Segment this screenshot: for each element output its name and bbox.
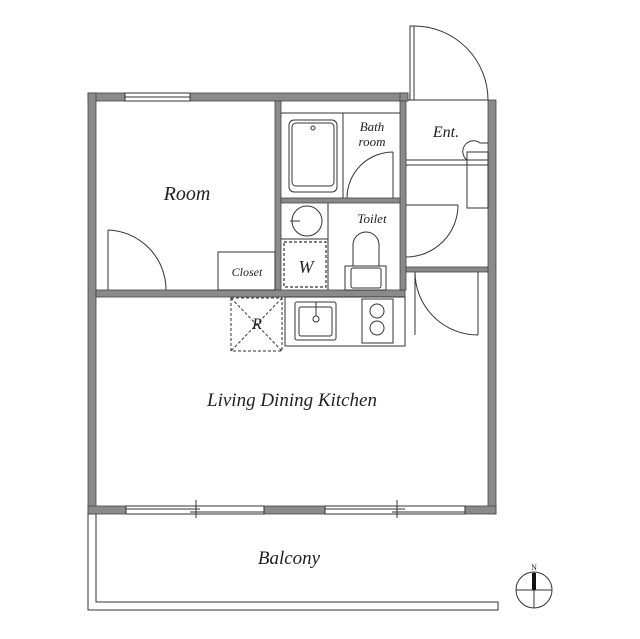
entrance-label: Ent. xyxy=(432,124,459,141)
north-compass-icon: N xyxy=(515,563,553,609)
wash-basin xyxy=(281,203,329,290)
bath-door xyxy=(346,151,394,199)
room-window xyxy=(124,92,191,102)
toilet-fixture xyxy=(344,231,387,291)
compass-north-label: N xyxy=(531,563,537,572)
bathtub xyxy=(281,112,400,198)
closet-label: Closet xyxy=(232,265,263,279)
room-door xyxy=(107,229,167,291)
closet xyxy=(217,251,276,291)
bathroom-label-line2: room xyxy=(359,134,386,149)
balcony-railing xyxy=(87,514,499,611)
outer-walls xyxy=(87,92,497,515)
fridge-label: R xyxy=(251,316,262,333)
bathroom-label-line1: Bath xyxy=(360,119,385,134)
fridge-space xyxy=(230,297,283,352)
ldk-door xyxy=(414,271,479,336)
toilet-door xyxy=(405,204,459,258)
inner-walls xyxy=(95,100,489,298)
room-label: Room xyxy=(163,183,211,205)
kitchen-counter xyxy=(284,296,406,347)
ldk-label: Living Dining Kitchen xyxy=(206,390,377,411)
balcony-windows xyxy=(125,500,466,518)
washer-label: W xyxy=(299,257,316,277)
washer-space xyxy=(283,241,327,288)
toilet-label: Toilet xyxy=(357,211,387,226)
entrance-area xyxy=(406,140,489,209)
balcony-label: Balcony xyxy=(258,548,321,569)
entrance-door xyxy=(408,25,489,101)
